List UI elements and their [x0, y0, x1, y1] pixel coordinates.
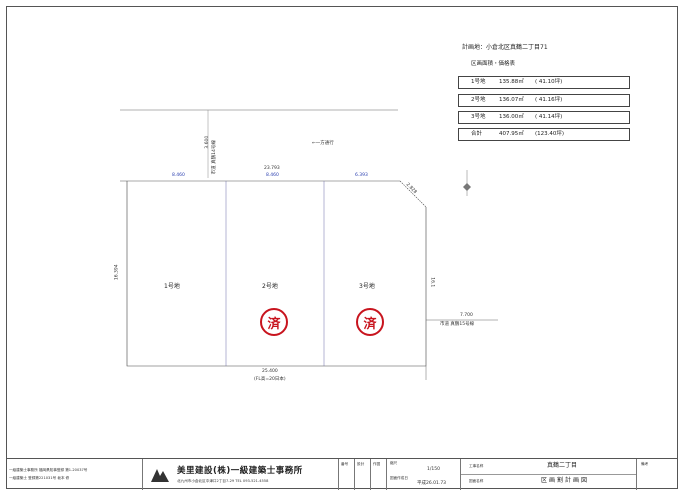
location-text: 計画地：小倉北区真鶴二丁目71	[462, 44, 548, 51]
company-name: 美里建設(株)一級建築士事務所	[177, 466, 303, 476]
title-block: 一級建築士事務所 福岡県知事登録 第1-20037号 一級建築士 登録第2210…	[6, 458, 678, 490]
north-road-width: 3.600	[205, 135, 211, 149]
area-table-title: 区画面積・価格表	[471, 61, 516, 67]
seg3-dim: 6.393	[355, 173, 368, 178]
date-value: 平成26.01.73	[417, 481, 447, 486]
left-depth-dim: 16.394	[114, 264, 120, 281]
area-row-lot1: 1号地 135.88㎡ ( 41.10坪)	[458, 76, 630, 89]
company-address: 北九州市小倉北区中津口2丁目7-29 TEL 093-521-4558	[177, 479, 269, 483]
right-depth-dim: 16.1	[429, 277, 435, 288]
header-cell-drafting: 作図	[370, 459, 386, 490]
seg2-dim: 8.460	[266, 173, 279, 178]
remarks-cell: 備考	[636, 459, 678, 490]
one-way-note: ←一方通行	[312, 141, 334, 146]
area-row-lot2: 2号地 136.07㎡ ( 41.16坪)	[458, 94, 630, 107]
sheet-border	[6, 6, 678, 489]
north-total-dim: 23.793	[264, 166, 280, 171]
seg1-dim: 8.460	[172, 173, 185, 178]
drawing-label: 図面名称	[469, 479, 484, 483]
remarks-label: 備考	[641, 462, 649, 466]
company-logo-icon	[151, 469, 169, 482]
east-road-width: 7.700	[460, 313, 473, 318]
sold-stamp-lot2: 済	[260, 308, 288, 336]
drawing-name: 区画割計画図	[541, 477, 590, 484]
south-note: (FL高=20日本)	[254, 377, 286, 382]
area-row-total: 合計 407.95㎡ (123.40坪)	[458, 128, 630, 141]
scale-value: 1/150	[427, 467, 440, 472]
lot2-label: 2号地	[262, 283, 278, 290]
registration-line-1: 一級建築士事務所 福岡県知事登録 第1-20037号	[9, 468, 88, 472]
north-road-name: 市道 真鶴14号線	[211, 140, 217, 175]
east-road-name: 市道 真鶴15号線	[440, 322, 475, 327]
sold-stamp-lot3: 済	[356, 308, 384, 336]
project-cell: 工事名称 真鶴二丁目 図面名称 区画割計画図	[460, 459, 637, 490]
scale-date-cell: 縮尺 1/150 図面作成日 平成26.01.73	[386, 459, 460, 490]
lot3-label: 3号地	[359, 283, 375, 290]
header-cell-design: 設計	[354, 459, 370, 490]
date-label: 図面作成日	[390, 476, 408, 480]
project-label: 工事名称	[469, 464, 484, 468]
project-name: 真鶴二丁目	[547, 462, 578, 469]
header-cell-number: 番号	[338, 459, 354, 490]
area-row-lot3: 3号地 136.00㎡ ( 41.14坪)	[458, 111, 630, 124]
company-cell: 美里建設(株)一級建築士事務所 北九州市小倉北区中津口2丁目7-29 TEL 0…	[142, 459, 338, 490]
south-total-dim: 25.400	[262, 369, 278, 374]
registration-line-2: 一級建築士 登録第221031号 坂本 修	[9, 476, 70, 480]
lot1-label: 1号地	[164, 283, 180, 290]
